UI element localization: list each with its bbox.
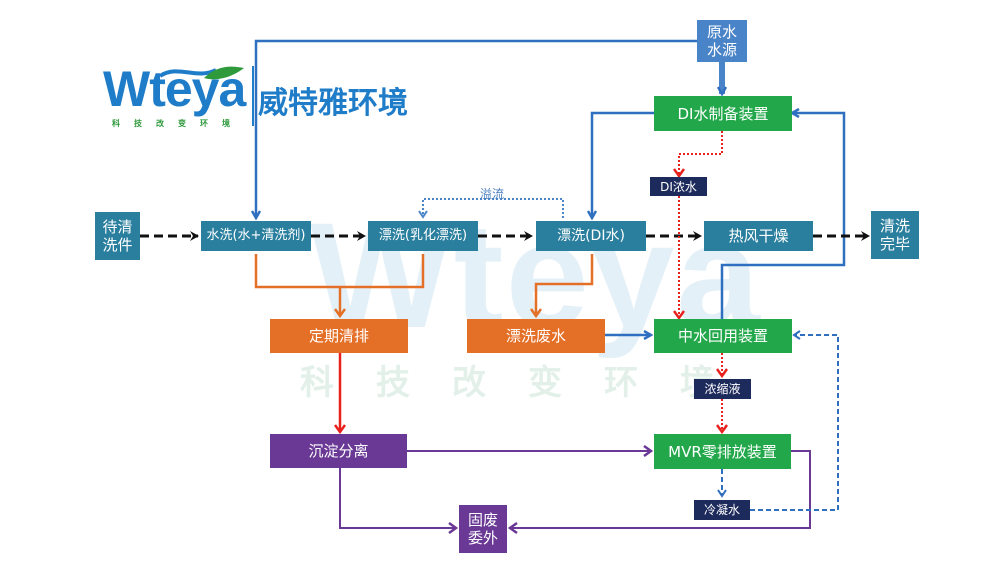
line-di-to-rinse [592,111,654,218]
logo-divider [252,66,254,126]
node-mvr[interactable]: MVR零排放装置 [654,434,791,469]
label-overflow: 溢流 [480,187,505,201]
tag-condensate: 冷凝水 [694,500,750,520]
line-sed-to-solid [339,468,456,528]
node-reclaim[interactable]: 中水回用装置 [654,319,792,353]
line-cond-to-reclaim [750,330,839,511]
node-raw-water[interactable]: 原水 水源 [697,20,747,62]
line-reclaim-to-di [720,113,846,320]
tag-concentrate: 浓缩液 [694,379,751,399]
watermark-slogan: 科技改变环境 [300,363,756,403]
node-hot-air-dry[interactable]: 热风干燥 [704,221,813,251]
node-solid-waste[interactable]: 固废 委外 [459,505,507,553]
node-clean-done[interactable]: 清洗 完毕 [871,211,919,259]
logo-text: Wteya [103,61,246,117]
line-di-concentrate [679,131,723,176]
line-overflow [418,198,564,219]
line-mvr-to-solid [510,450,811,528]
line-raw-to-wash [256,39,697,218]
logo-wave-icon [158,66,244,80]
node-rinse-di[interactable]: 漂洗(DI水) [536,221,646,251]
logo-slogan: 科技改变环境 [112,119,244,128]
node-sedimentation[interactable]: 沉淀分离 [270,434,407,468]
node-rinse-emulsion[interactable]: 漂洗(乳化漂洗) [368,221,478,251]
tag-di-concentrate: DI浓水 [650,177,707,196]
node-wash[interactable]: 水洗(水+清洗剂) [201,221,311,251]
node-periodic-drain[interactable]: 定期清排 [270,319,408,353]
node-di-prep[interactable]: DI水制备装置 [654,96,792,131]
company-name: 威特雅环境 [258,86,408,121]
line-rinse-to-waste [536,254,594,316]
line-wash-drain [254,254,425,289]
node-to-clean[interactable]: 待清 洗件 [95,212,140,260]
node-rinse-wastewater[interactable]: 漂洗废水 [467,319,605,353]
